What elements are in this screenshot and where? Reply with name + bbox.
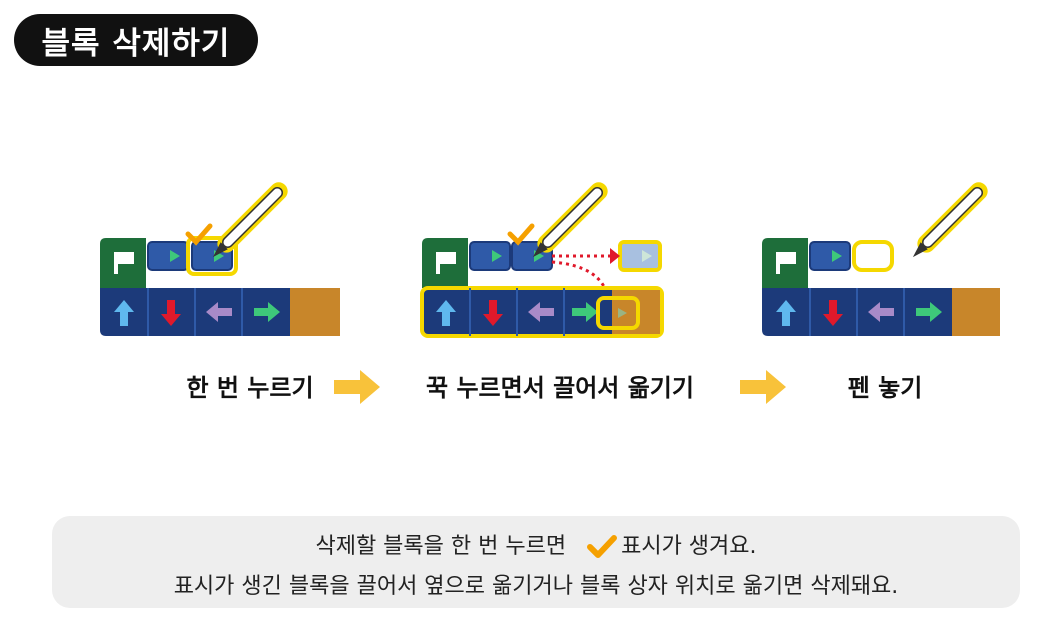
note-line-1-end: 표시가 생겨요. xyxy=(621,534,757,559)
next-step-arrow-icon xyxy=(740,370,786,404)
down-arrow-icon[interactable] xyxy=(823,300,843,326)
step-2-illustration xyxy=(420,182,762,360)
flag-icon xyxy=(776,252,796,274)
empty-slot xyxy=(852,240,894,272)
left-arrow-icon[interactable] xyxy=(206,302,232,322)
down-arrow-icon[interactable] xyxy=(161,300,181,326)
left-arrow-icon[interactable] xyxy=(868,302,894,322)
step-1-label: 한 번 누르기 xyxy=(186,374,314,402)
page-title-text: 블록 삭제하기 xyxy=(41,25,231,62)
flag-icon xyxy=(436,252,456,274)
right-arrow-icon xyxy=(818,250,842,262)
delete-bin[interactable] xyxy=(290,288,340,336)
code-block-right-1[interactable] xyxy=(469,241,511,271)
right-arrow-icon xyxy=(478,250,502,262)
block-palette xyxy=(420,286,664,338)
note-line-1-start: 삭제할 블록을 한 번 누르면 xyxy=(315,534,567,559)
pen-icon xyxy=(532,182,608,258)
flag-icon xyxy=(114,252,134,274)
start-flag-block xyxy=(422,238,468,288)
start-flag-block xyxy=(762,238,808,288)
pen-icon xyxy=(212,182,288,258)
right-arrow-icon xyxy=(156,250,180,262)
step-3-illustration xyxy=(762,182,1062,360)
up-arrow-icon[interactable] xyxy=(114,300,134,326)
step-1-illustration xyxy=(100,182,440,360)
page-title: 블록 삭제하기 xyxy=(14,14,258,66)
step-2-label: 꾹 누르면서 끌어서 옮기기 xyxy=(426,374,694,402)
check-icon xyxy=(185,223,213,246)
drop-target-highlight xyxy=(596,296,640,330)
step-3-label: 펜 놓기 xyxy=(847,374,923,402)
up-arrow-icon[interactable] xyxy=(436,300,456,326)
right-arrow-icon[interactable] xyxy=(572,302,598,322)
start-flag-block xyxy=(100,238,146,288)
dragged-block-ghost xyxy=(618,240,662,272)
instruction-note: 삭제할 블록을 한 번 누르면 표시가 생겨요. 표시가 생긴 블록을 끌어서 … xyxy=(52,516,1020,608)
block-palette xyxy=(100,288,340,336)
up-arrow-icon[interactable] xyxy=(776,300,796,326)
delete-bin[interactable] xyxy=(952,288,1000,336)
next-step-arrow-icon xyxy=(334,370,380,404)
block-palette xyxy=(762,288,1000,336)
note-line-2: 표시가 생긴 블록을 끌어서 옆으로 옮기거나 블록 상자 위치로 옮기면 삭제… xyxy=(173,574,899,599)
code-block-right-1[interactable] xyxy=(809,241,851,271)
right-arrow-icon[interactable] xyxy=(916,302,942,322)
left-arrow-icon[interactable] xyxy=(528,302,554,322)
pen-icon xyxy=(912,182,988,258)
right-arrow-icon xyxy=(628,250,652,262)
check-icon xyxy=(587,535,618,558)
down-arrow-icon[interactable] xyxy=(483,300,503,326)
check-icon xyxy=(507,223,535,246)
code-block-right-1[interactable] xyxy=(147,241,189,271)
note-line-1: 삭제할 블록을 한 번 누르면 표시가 생겨요. xyxy=(52,528,1020,560)
right-arrow-icon[interactable] xyxy=(254,302,280,322)
selection-highlight xyxy=(186,236,238,276)
drag-path xyxy=(551,260,610,299)
